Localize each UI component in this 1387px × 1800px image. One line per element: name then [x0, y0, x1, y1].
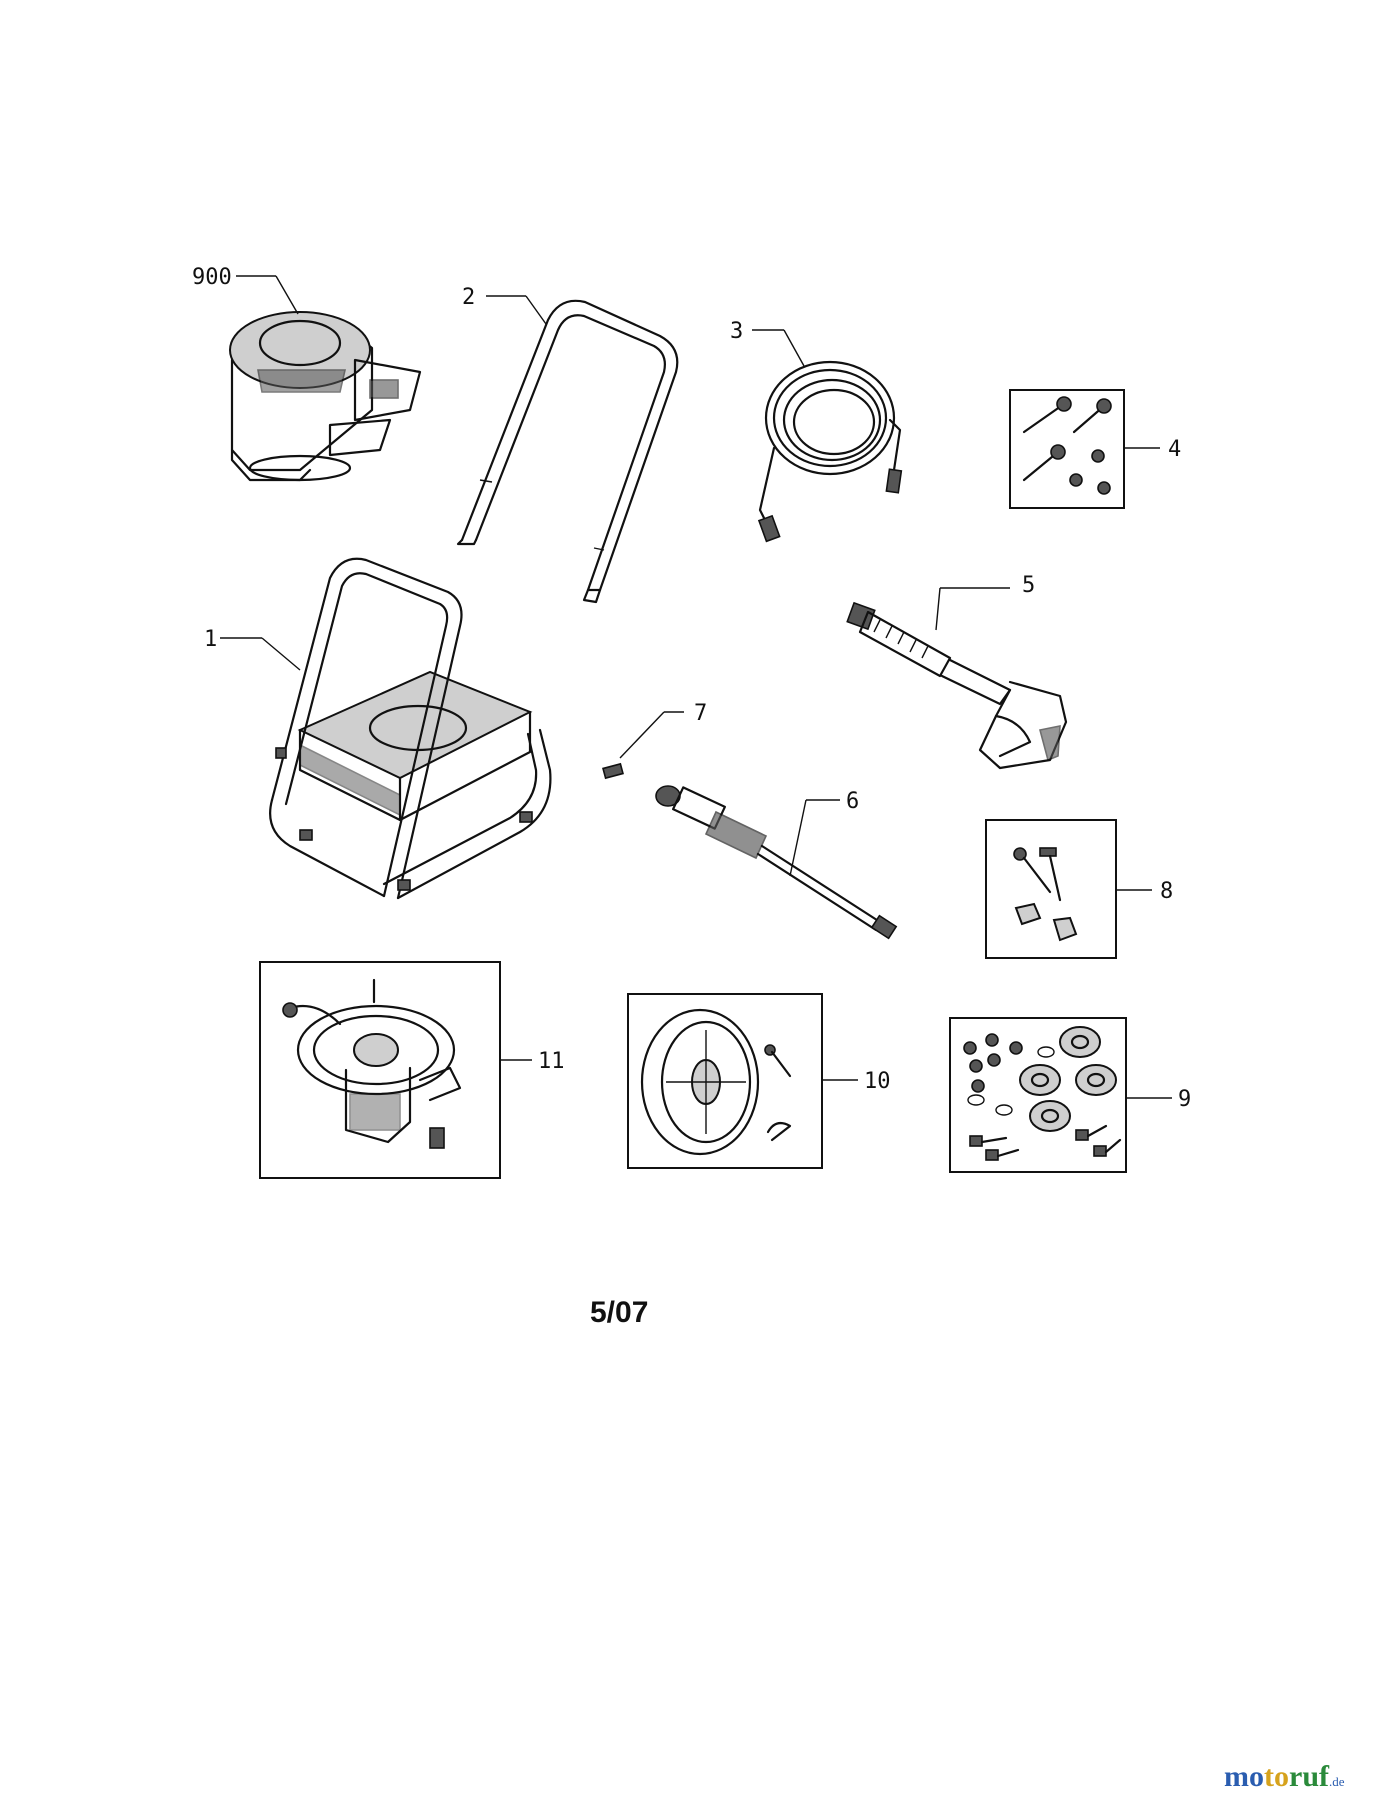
handle-hardware-kit: [1009, 389, 1125, 509]
wheel-kit: [627, 993, 823, 1169]
watermark-part-1: mo: [1224, 1760, 1264, 1793]
callout-8: 8: [1160, 879, 1173, 904]
callout-1: 1: [204, 627, 217, 652]
hose-part: [757, 360, 903, 543]
handle-part: [456, 299, 679, 604]
pump-kit: [259, 961, 501, 1179]
watermark-part-2: to: [1264, 1760, 1289, 1793]
callout-2: 2: [462, 285, 475, 310]
callout-10: 10: [864, 1069, 891, 1094]
callout-6: 6: [846, 789, 859, 814]
watermark-part-3: ruf: [1289, 1760, 1329, 1793]
callout-7: 7: [694, 701, 707, 726]
callout-3: 3: [730, 319, 743, 344]
callout-900: 900: [192, 265, 232, 290]
watermark-logo: motoruf.de: [1224, 1760, 1345, 1794]
frame-part: [269, 557, 552, 900]
revision-date: 5/07: [590, 1296, 649, 1329]
callout-11: 11: [538, 1049, 565, 1074]
callout-9: 9: [1178, 1087, 1191, 1112]
foot-hardware-kit: [949, 1017, 1127, 1173]
callout-4: 4: [1168, 437, 1181, 462]
watermark-suffix: .de: [1329, 1774, 1345, 1789]
spray-gun-part: [846, 601, 1068, 770]
callout-5: 5: [1022, 573, 1035, 598]
wand-part: [655, 785, 898, 940]
engine-part: [229, 311, 422, 482]
leader-7: [619, 711, 665, 759]
nozzle-part: [602, 762, 624, 780]
handle-bolts-kit: [985, 819, 1117, 959]
